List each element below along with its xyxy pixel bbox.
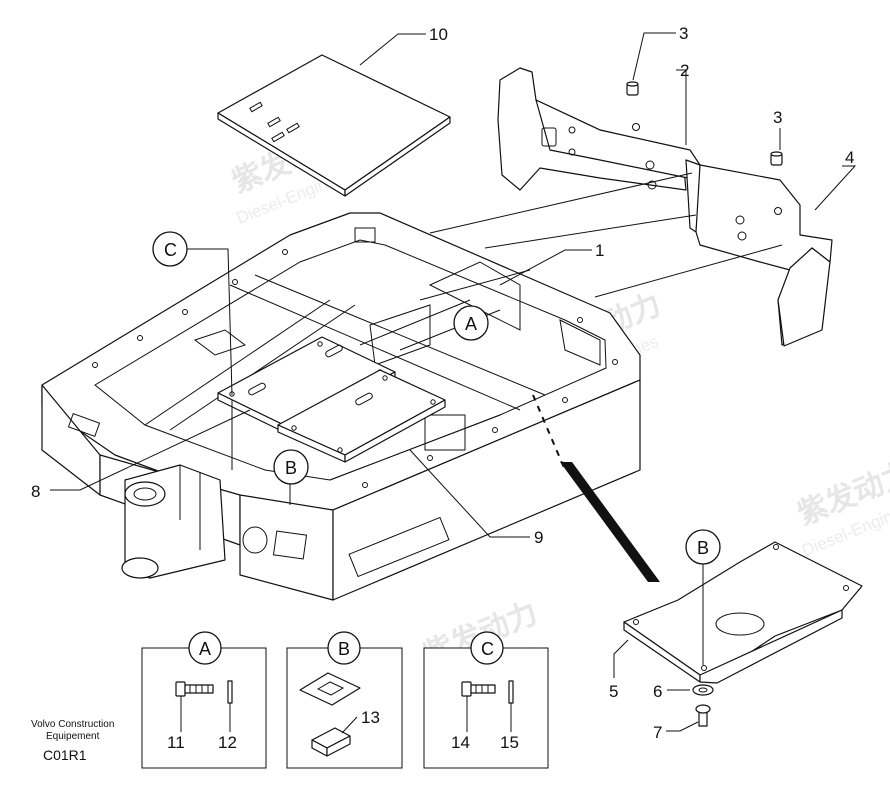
guide-line bbox=[532, 394, 660, 582]
detail-box-b: B 13 bbox=[286, 631, 403, 769]
callout-12: 12 bbox=[218, 733, 237, 752]
part-floor-plate-2 bbox=[277, 369, 446, 463]
leader-lines bbox=[50, 32, 857, 732]
bubble-c: C bbox=[152, 231, 188, 267]
callout-11: 11 bbox=[167, 733, 185, 752]
callout-8: 8 bbox=[31, 482, 40, 501]
bubble-b: B bbox=[273, 449, 309, 485]
callout-2: 2 bbox=[680, 61, 689, 80]
callout-5: 5 bbox=[609, 682, 618, 701]
callout-14: 14 bbox=[451, 733, 470, 752]
callout-10: 10 bbox=[429, 25, 448, 44]
part-mat bbox=[217, 54, 451, 197]
part-washer-6 bbox=[692, 684, 714, 696]
callout-6: 6 bbox=[653, 682, 662, 701]
bubble-label: B bbox=[285, 458, 297, 478]
part-counterweight bbox=[497, 67, 833, 347]
drawing-code: C01R1 bbox=[43, 747, 87, 763]
drawing-caption: Volvo Construction Equipement C01R1 bbox=[31, 719, 114, 763]
bubble-label: C bbox=[164, 240, 177, 260]
bubble-a: A bbox=[453, 305, 489, 341]
callout-3: 3 bbox=[679, 24, 688, 43]
maker-name: Volvo Construction bbox=[31, 719, 114, 730]
callout-15: 15 bbox=[500, 733, 519, 752]
callout-1: 1 bbox=[595, 241, 604, 260]
callout-7: 7 bbox=[653, 723, 662, 742]
callout-13: 13 bbox=[361, 708, 380, 727]
maker-name-line2: Equipement bbox=[46, 731, 100, 742]
callout-4: 4 bbox=[845, 148, 854, 167]
detail-label: B bbox=[338, 639, 350, 659]
detail-label: A bbox=[199, 639, 211, 659]
bubble-label: A bbox=[465, 314, 477, 334]
part-under-cover bbox=[623, 541, 863, 684]
bubble-label: B bbox=[697, 538, 709, 558]
part-bolt-3 bbox=[770, 151, 783, 166]
callout-9: 9 bbox=[534, 528, 543, 547]
detail-box-c: C 14 15 bbox=[423, 631, 549, 769]
detail-label: C bbox=[481, 639, 494, 659]
bubble-b: B bbox=[685, 529, 721, 565]
callout-numbers: 10 3 2 3 4 1 8 9 5 6 7 bbox=[31, 24, 854, 742]
callout-3: 3 bbox=[773, 108, 782, 127]
detail-box-a: A 11 12 bbox=[141, 631, 267, 769]
part-bolt-7 bbox=[695, 704, 711, 727]
part-bolt-3 bbox=[626, 81, 639, 96]
